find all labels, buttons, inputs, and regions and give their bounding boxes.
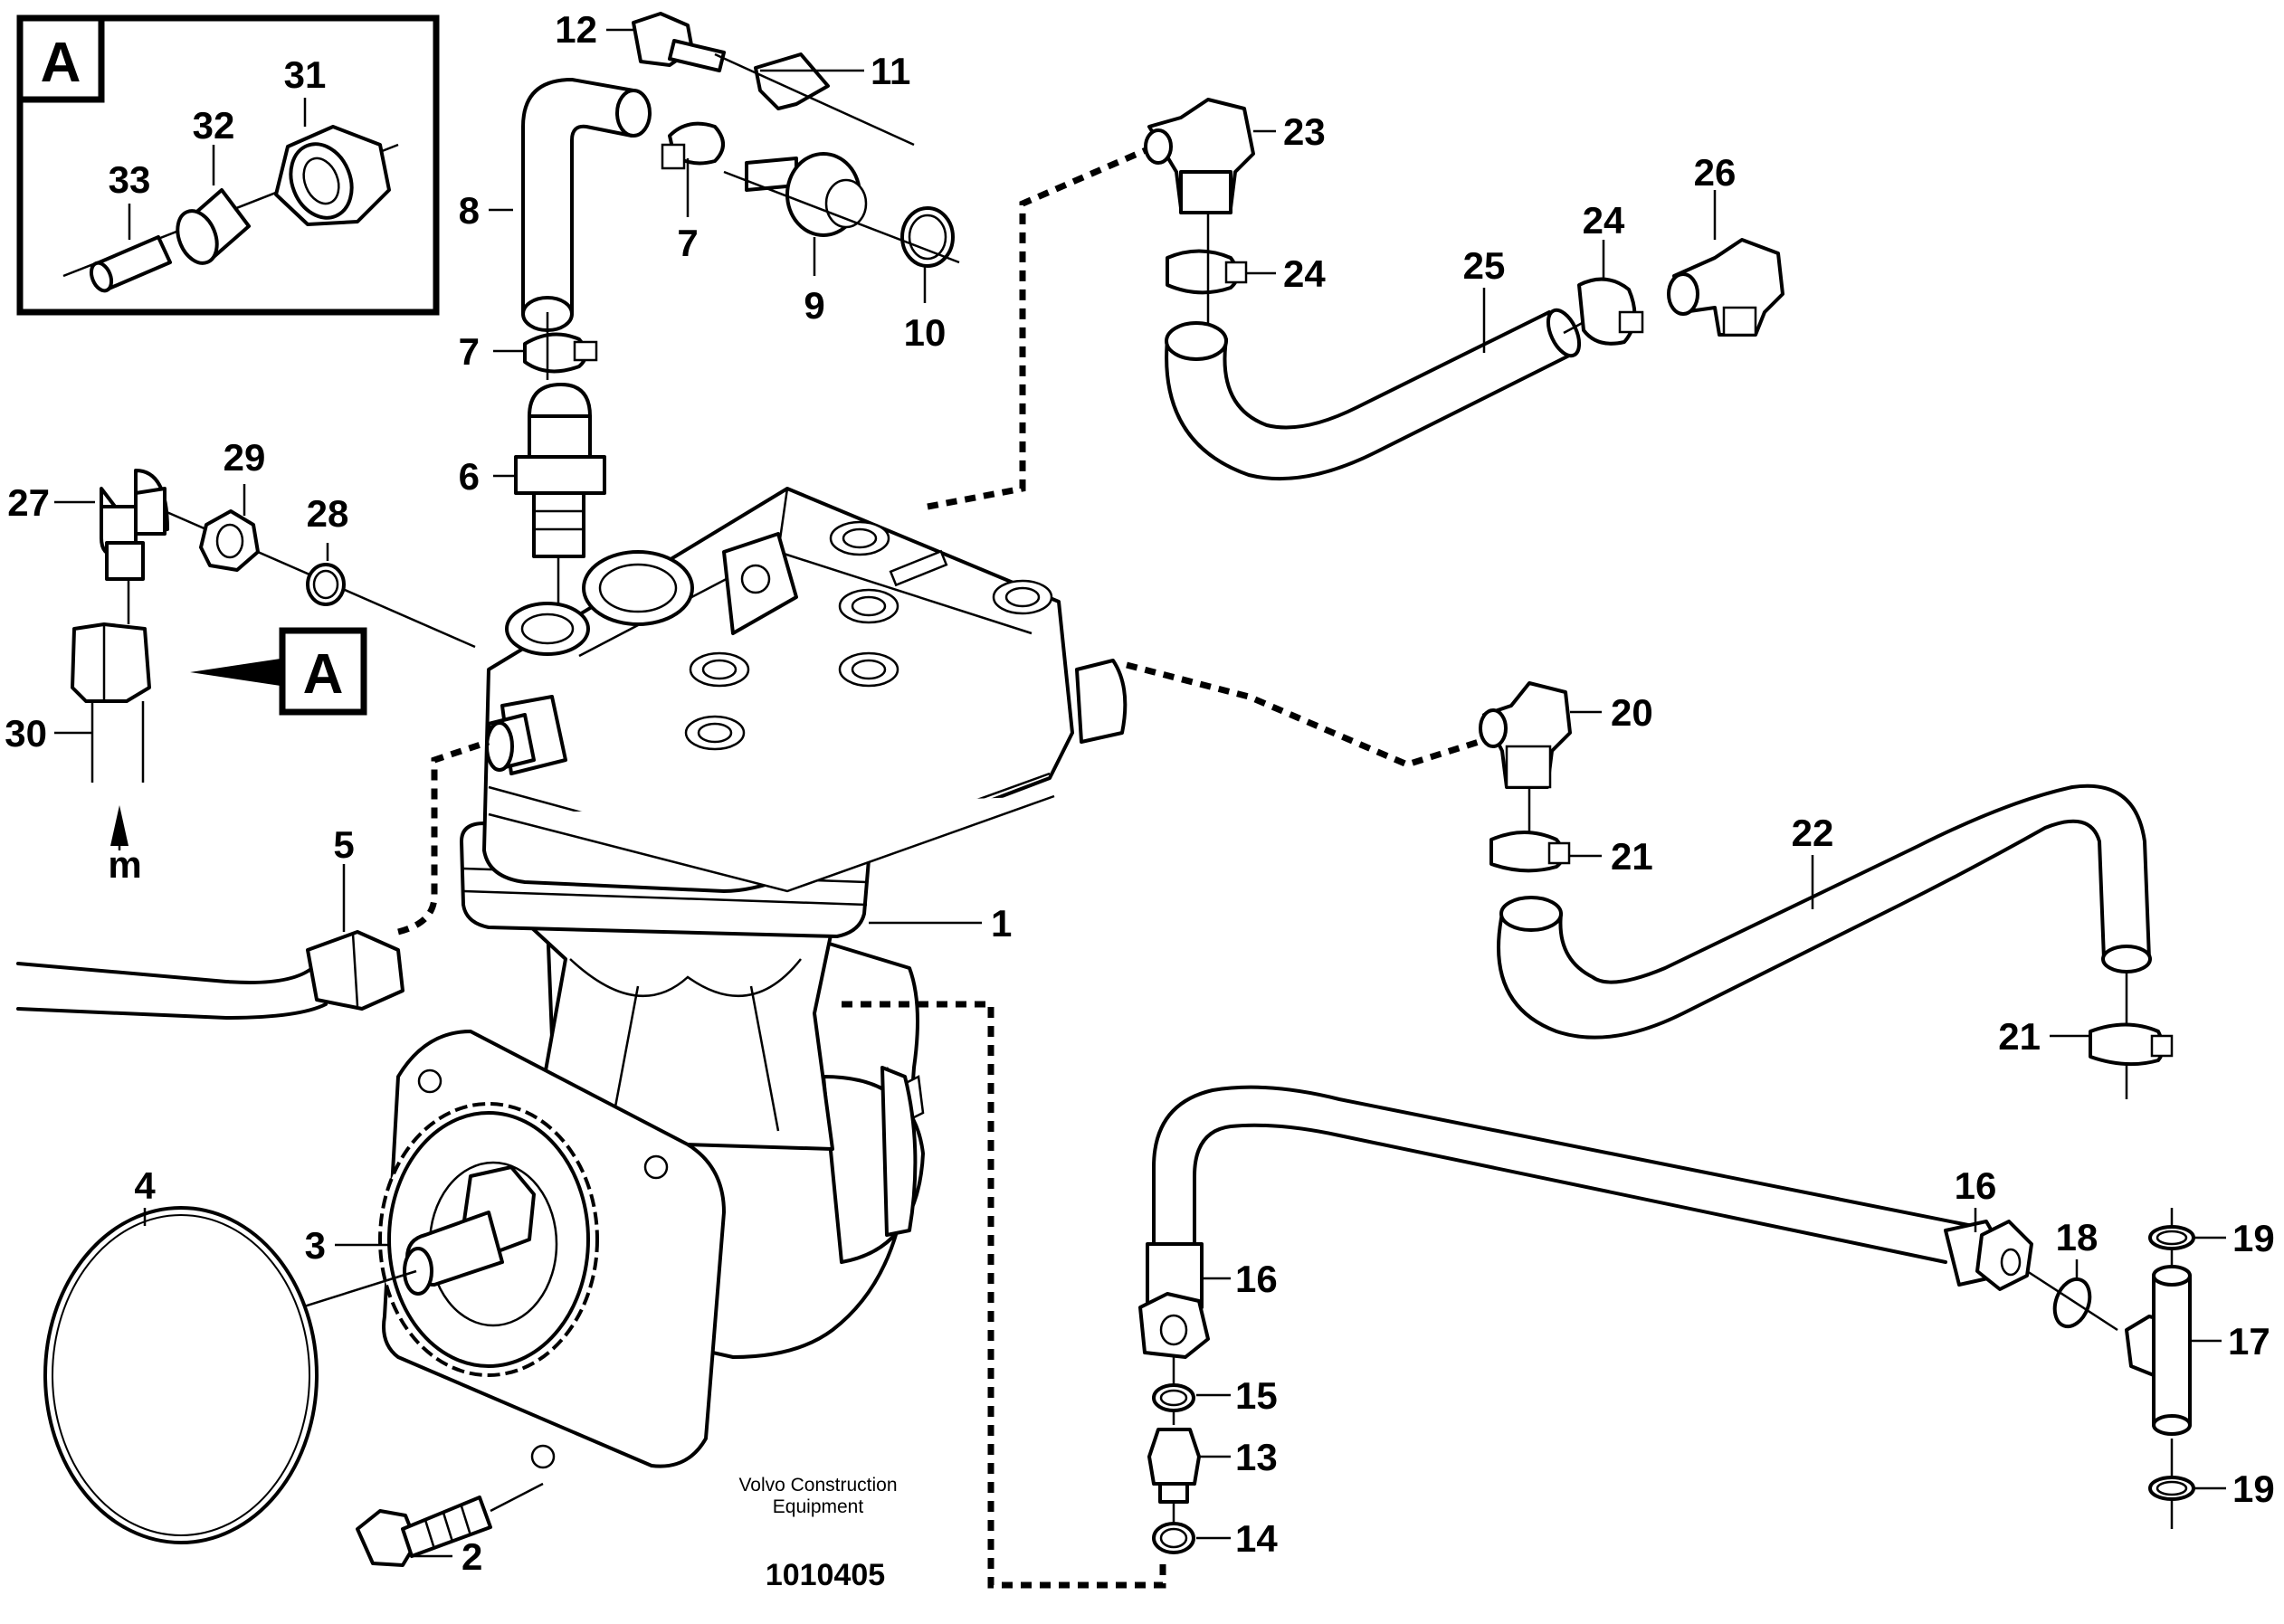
callout-7-lower: 7 [459, 330, 480, 373]
pressure-pipe [16, 738, 490, 1021]
callout-19-upper: 19 [2232, 1217, 2275, 1259]
callout-18: 18 [2056, 1216, 2098, 1258]
callout-11: 11 [871, 50, 910, 92]
callout-24-right: 24 [1583, 199, 1625, 242]
coolant-hose-lower [1479, 681, 2174, 1099]
inset-detail-a: A [16, 14, 440, 316]
callout-4: 4 [134, 1164, 156, 1207]
callout-25: 25 [1463, 244, 1506, 287]
callout-10: 10 [904, 311, 947, 354]
callout-24-left: 24 [1283, 252, 1326, 295]
callout-17: 17 [2228, 1320, 2270, 1363]
credit-line-2: Equipment [773, 1496, 864, 1517]
callout-21-lower: 21 [1998, 1015, 2041, 1058]
routing-line-head-to-20 [1126, 661, 1495, 768]
callout-1: 1 [991, 902, 1012, 945]
routing-line-body-to-16 [842, 1001, 1166, 1589]
callout-33: 33 [109, 158, 151, 201]
air-pipe-assembly [1138, 1085, 2195, 1554]
callout-16-upper: 16 [1955, 1164, 1997, 1207]
callout-29: 29 [224, 436, 266, 479]
callout-23: 23 [1283, 110, 1326, 153]
direction-marker: m [108, 843, 141, 886]
callout-27: 27 [7, 481, 50, 524]
callout-9: 9 [804, 284, 824, 327]
view-marker-a [190, 627, 367, 716]
air-compressor [171, 487, 1128, 1469]
view-marker-letter: A [303, 643, 344, 706]
callout-16-lower: 16 [1235, 1258, 1278, 1300]
pressure-elbow-assembly [71, 469, 476, 850]
callout-20: 20 [1611, 691, 1653, 734]
callout-28: 28 [307, 492, 349, 535]
callout-5: 5 [333, 823, 354, 866]
callout-30: 30 [5, 712, 47, 755]
ferrule-part-32 [176, 188, 251, 265]
callout-31: 31 [284, 53, 327, 96]
sleeve-part-33 [89, 235, 172, 293]
callout-26: 26 [1694, 151, 1737, 194]
routing-line-head-to-23 [927, 141, 1160, 510]
callout-32: 32 [193, 104, 235, 147]
breather-hose-assembly [514, 12, 960, 624]
callout-7-top: 7 [677, 222, 698, 264]
callout-22: 22 [1792, 812, 1834, 854]
coolant-hose-upper [1144, 98, 1784, 481]
callout-3: 3 [305, 1224, 326, 1267]
callout-2: 2 [462, 1535, 482, 1578]
callout-14: 14 [1235, 1517, 1278, 1560]
bolt-part-2 [356, 1482, 544, 1567]
credit-line-1: Volvo Construction [738, 1475, 897, 1496]
callout-13: 13 [1235, 1436, 1278, 1478]
callout-12: 12 [555, 8, 597, 51]
callout-8: 8 [459, 189, 480, 232]
drawing-number: 1010405 [766, 1558, 885, 1592]
callout-6: 6 [459, 455, 480, 498]
inset-letter: A [41, 32, 81, 94]
callout-21-upper: 21 [1611, 835, 1653, 878]
nut-part-31 [274, 125, 391, 226]
callout-15: 15 [1235, 1374, 1278, 1417]
large-o-ring-part-4 [43, 1206, 319, 1544]
callout-19-lower: 19 [2232, 1467, 2275, 1510]
